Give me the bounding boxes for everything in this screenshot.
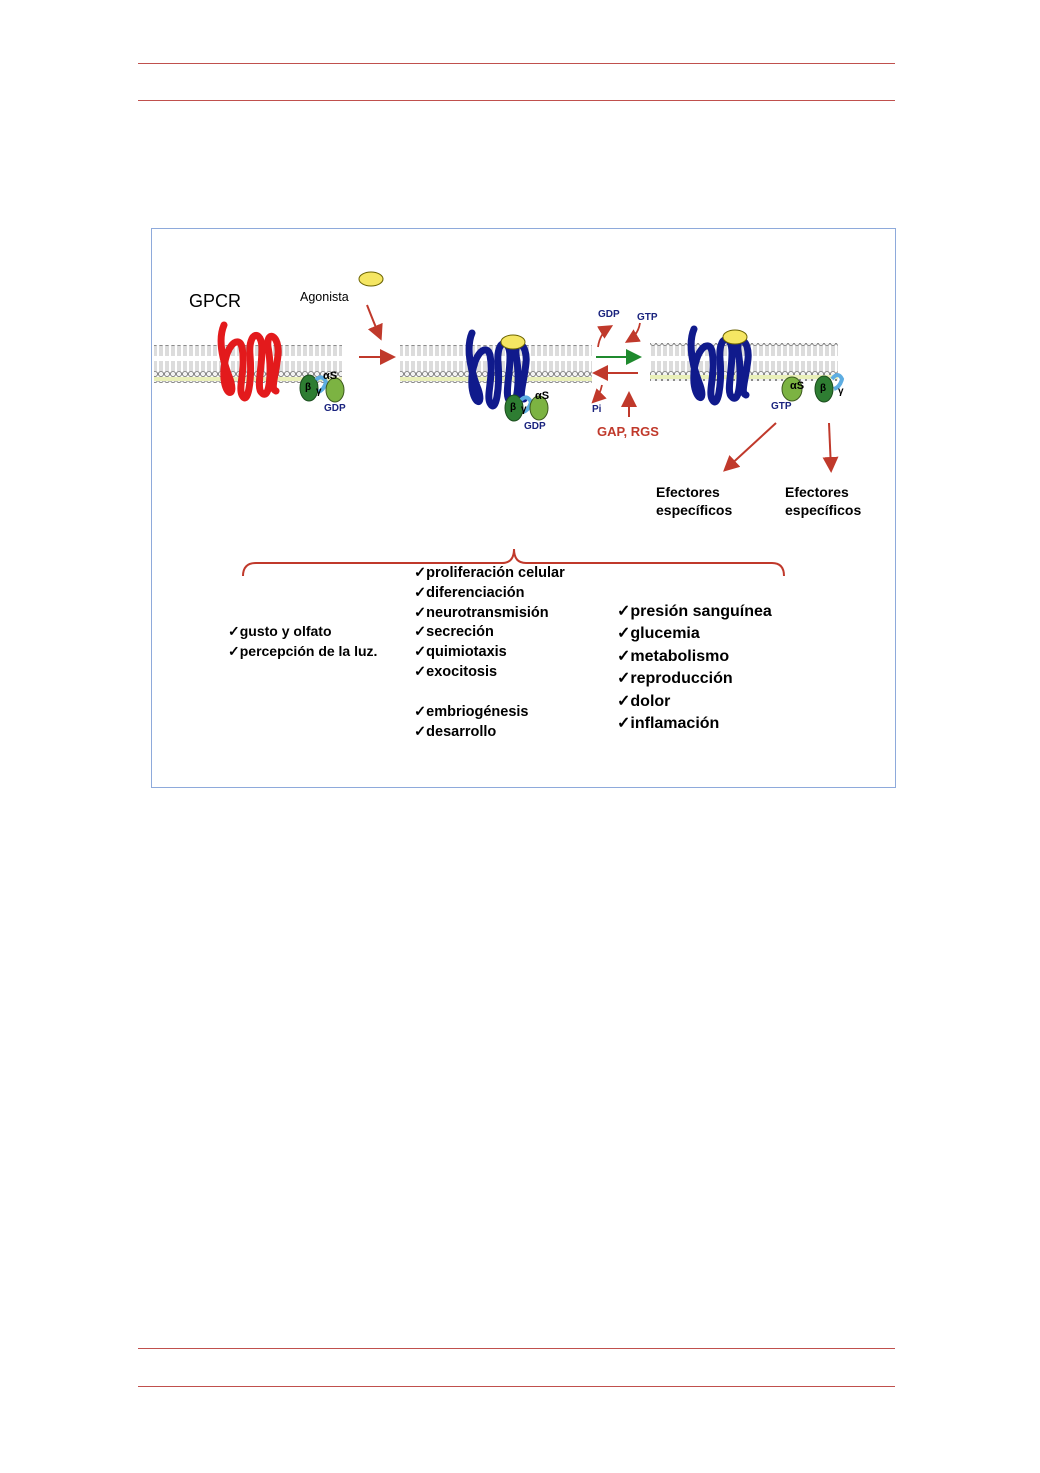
gamma-label-2: γ [521,404,527,415]
alpha-s-label-2: αS [535,390,550,402]
summary-brace [242,548,785,577]
diagram-drawing [154,271,845,577]
gpcr-signaling-figure: GPCR Agonista αS β γ GDP αS β γ GDP GDP … [151,228,896,788]
gamma-label-1: γ [316,386,322,397]
gamma-label-3: γ [838,386,844,397]
header-rule-top [138,63,895,64]
list-middle-2: ✓embriogénesis ✓desarrollo [414,703,529,743]
ligand-free [358,271,384,287]
list-item: ✓dolor [617,692,671,710]
list-item: ✓percepción de la luz. [228,643,378,659]
list-right: ✓presión sanguínea ✓glucemia ✓metabolism… [617,601,772,735]
header-rule-bottom [138,100,895,101]
list-item: ✓metabolismo [617,647,730,665]
beta-label-1: β [305,382,312,393]
beta-label-3: β [820,383,827,394]
gdp-label-1: GDP [324,403,346,414]
list-item: ✓glucemia [617,625,700,643]
list-item: ✓gusto y olfato [228,623,332,639]
g-protein-1 [299,374,345,403]
receptor-inactive [217,321,282,402]
list-middle: ✓proliferación celular ✓diferenciación ✓… [414,564,565,683]
list-item: ✓embriogénesis [414,704,529,720]
g-beta-gamma [814,373,845,403]
list-item: ✓presión sanguínea [617,603,772,620]
ligand-bound-1 [500,334,526,350]
arrow-agonista [366,304,383,341]
alpha-s-label-3: αS [790,380,805,392]
list-item: ✓desarrollo [414,723,497,740]
list-item: ✓proliferación celular [414,565,565,581]
gpcr-label: GPCR [189,291,242,311]
pi-label: Pi [592,404,602,415]
efectores-label-2: Efectores específicos [785,484,862,518]
list-item: ✓reproducción [617,670,733,688]
gtp-label-3: GTP [771,401,792,412]
list-item: ✓quimiotaxis [414,644,507,661]
g-alpha-gtp [781,376,803,402]
alpha-s-label-1: αS [323,370,338,382]
arrow-pi-out [591,384,607,404]
gdp-label-2: GDP [524,421,546,432]
list-item: ✓neurotransmisión [414,604,549,621]
ligand-bound-2 [722,329,748,345]
footer-rule-top [138,1348,895,1349]
list-left: ✓gusto y olfato ✓percepción de la luz. [228,621,377,661]
efectores-label-1: Efectores específicos [656,484,733,518]
list-item: ✓secreción [414,624,494,641]
agonista-label: Agonista [300,290,349,304]
g-protein-2 [504,394,549,422]
beta-label-2: β [510,402,517,413]
arrow-gdp-out [597,325,614,348]
list-item: ✓diferenciación [414,584,525,601]
arrow-effector-2 [822,422,839,473]
gtp-exchange-label: GTP [637,312,658,323]
arrow-gtp-in [624,322,641,343]
list-item: ✓exocitosis [414,663,498,680]
footer-rule-bottom [138,1386,895,1387]
list-item: ✓inflamación [617,715,720,733]
arrow-effector-1 [723,422,777,472]
gap-rgs-label: GAP, RGS [597,424,659,439]
gdp-exchange-label: GDP [598,309,620,320]
